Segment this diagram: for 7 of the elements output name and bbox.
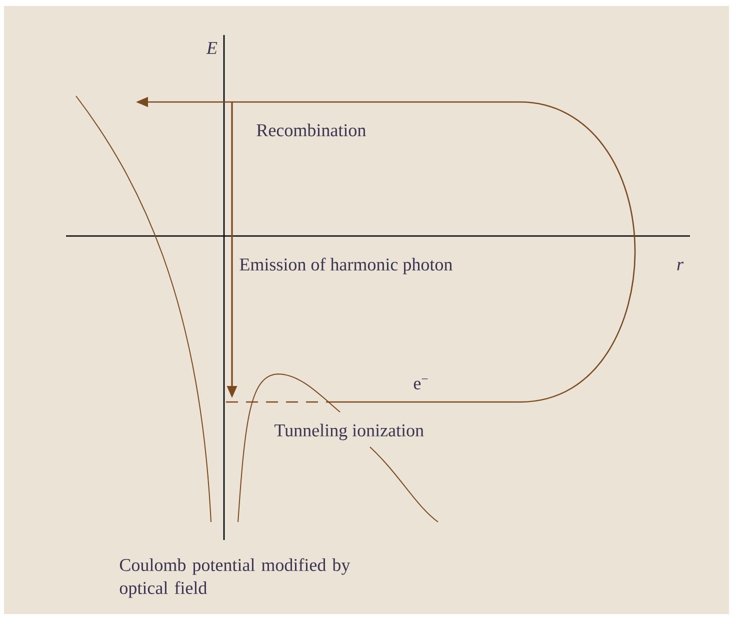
axis-label: E [206,42,218,54]
electron-label: e$^{−}$ [414,378,428,390]
caption-text: Coulomb potential modified by optical field [120,558,350,598]
axis-label: r [677,262,684,270]
process-label: Emission of harmonic photon [240,258,452,274]
process-label: Recombination [256,124,366,136]
process-label: Tunneling ionization [274,424,424,440]
